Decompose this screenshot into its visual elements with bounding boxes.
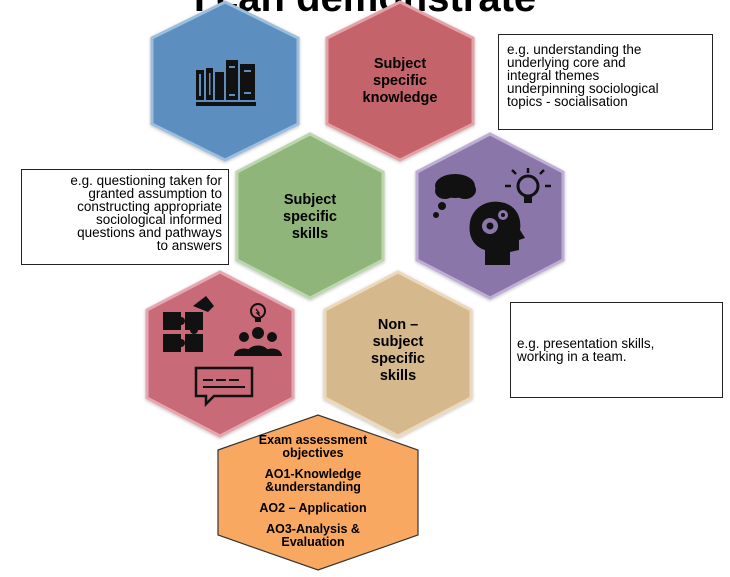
label-line: Subject bbox=[373, 55, 427, 72]
note-line: questions and pathways bbox=[77, 225, 222, 240]
note-line: e.g. presentation skills, bbox=[517, 336, 655, 351]
skills-note-box: e.g. questioning taken for granted assum… bbox=[21, 169, 229, 265]
thinking-head-icon bbox=[433, 168, 551, 265]
exam-objectives-label: Exam assessment objectives AO1-Knowledge… bbox=[228, 434, 398, 549]
subject-skills-label: Subject specific skills bbox=[252, 190, 368, 244]
label-line: Subject bbox=[283, 191, 337, 208]
non-subject-skills-label: Non – subject specific skills bbox=[340, 316, 456, 386]
non-subject-note-box: e.g. presentation skills, working in a t… bbox=[510, 302, 723, 398]
exam-line: &understanding bbox=[265, 480, 361, 494]
subject-knowledge-label: Subject specific knowledge bbox=[342, 54, 458, 108]
note-line: topics - socialisation bbox=[507, 94, 628, 109]
books-icon bbox=[196, 60, 256, 106]
note-line: granted assumption to bbox=[88, 186, 222, 201]
exam-line: Exam assessment bbox=[258, 433, 368, 447]
exam-line: Evaluation bbox=[281, 535, 345, 549]
note-line: integral themes bbox=[507, 68, 600, 83]
note-line: sociological informed bbox=[95, 212, 222, 227]
label-line: skills bbox=[379, 368, 417, 384]
note-line: underpinning sociological bbox=[507, 81, 659, 96]
hexagon-subject-knowledge bbox=[325, 0, 475, 162]
hexagon-books bbox=[150, 0, 300, 162]
label-line: Non – bbox=[377, 317, 419, 333]
note-line: to answers bbox=[156, 238, 222, 253]
exam-line: objectives bbox=[282, 446, 344, 460]
label-line: subject bbox=[372, 334, 424, 350]
note-line: constructing appropriate bbox=[77, 199, 222, 214]
exam-line: AO2 – Application bbox=[259, 501, 367, 515]
knowledge-note-box: e.g. understanding the underlying core a… bbox=[498, 34, 713, 130]
hexagon-non-subject-skills bbox=[323, 270, 473, 438]
label-line: skills bbox=[291, 225, 329, 242]
label-line: specific bbox=[371, 351, 425, 367]
exam-line: AO1-Knowledge bbox=[264, 467, 362, 481]
exam-line: AO3-Analysis & bbox=[266, 522, 360, 536]
note-line: e.g. understanding the bbox=[507, 42, 642, 57]
label-line: specific bbox=[373, 72, 427, 89]
hexagon-subject-skills bbox=[235, 132, 385, 300]
note-line: underlying core and bbox=[507, 55, 626, 70]
hexagon-exam bbox=[217, 414, 419, 571]
note-line: e.g. questioning taken for bbox=[70, 173, 222, 188]
label-line: knowledge bbox=[362, 89, 438, 106]
teamwork-icon bbox=[163, 296, 282, 408]
diagram-heading: I can demonstrate bbox=[0, 0, 730, 18]
label-line: specific bbox=[283, 208, 337, 225]
note-line: working in a team. bbox=[517, 349, 627, 364]
